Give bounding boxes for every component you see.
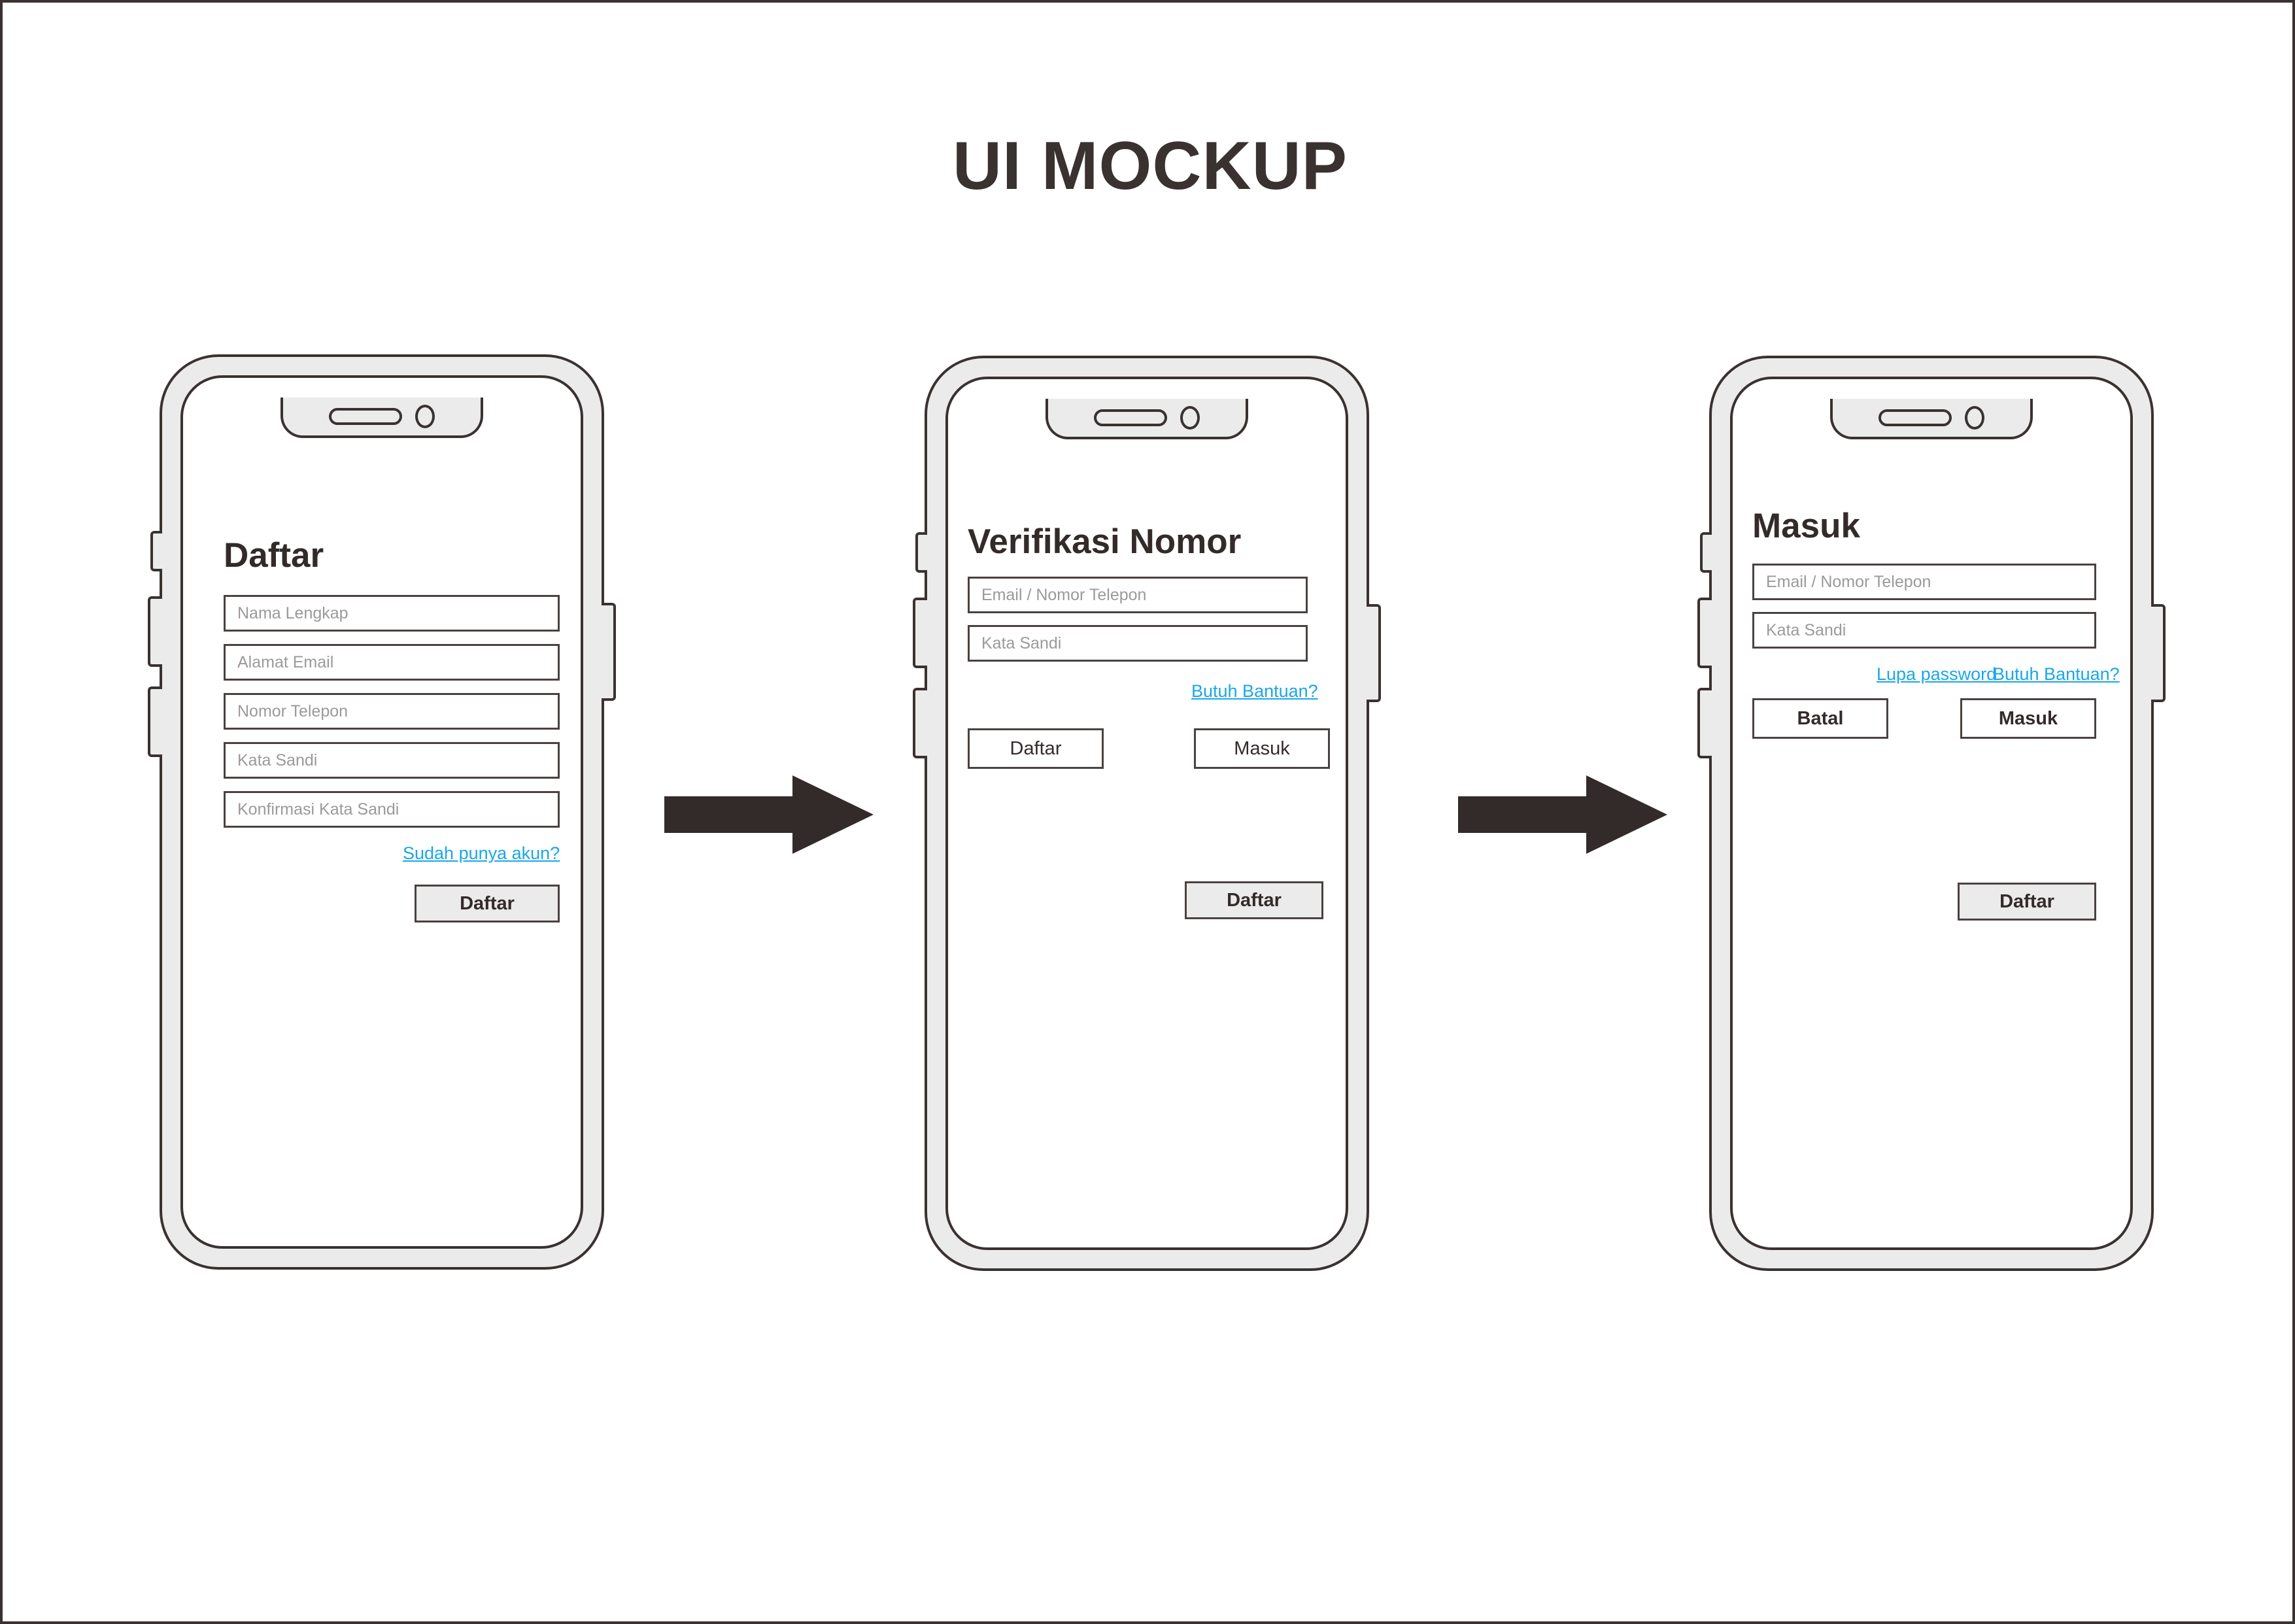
power-button[interactable] bbox=[2151, 604, 2166, 702]
front-camera-icon bbox=[1180, 406, 1200, 430]
speaker-icon bbox=[1878, 409, 1952, 426]
button-daftar-submit[interactable]: Daftar bbox=[415, 885, 560, 922]
screen-content-masuk: Masuk Email / Nomor Telepon Kata Sandi L… bbox=[1733, 379, 2130, 1247]
input-kata-sandi[interactable]: Kata Sandi bbox=[1752, 612, 2096, 649]
speaker-icon bbox=[329, 408, 402, 425]
input-placeholder: Nama Lengkap bbox=[237, 603, 348, 622]
phone-mockup-masuk: Masuk Email / Nomor Telepon Kata Sandi L… bbox=[1697, 356, 2166, 1271]
input-email-nomor-telepon[interactable]: Email / Nomor Telepon bbox=[968, 577, 1308, 613]
input-placeholder: Alamat Email bbox=[237, 652, 334, 671]
flow-arrow-1 bbox=[664, 775, 874, 854]
button-masuk[interactable]: Masuk bbox=[1960, 698, 2096, 739]
notch bbox=[1830, 399, 2033, 439]
screen-content-verifikasi-nomor: Verifikasi Nomor Email / Nomor Telepon K… bbox=[948, 379, 1346, 1247]
notch bbox=[1046, 399, 1248, 439]
phone-mockup-daftar: Daftar Nama Lengkap Alamat Email Nomor T… bbox=[148, 354, 616, 1270]
input-konfirmasi-kata-sandi[interactable]: Konfirmasi Kata Sandi bbox=[224, 791, 560, 828]
button-daftar[interactable]: Daftar bbox=[968, 728, 1104, 769]
power-button[interactable] bbox=[1367, 604, 1381, 702]
front-camera-icon bbox=[1965, 406, 1984, 430]
link-butuh-bantuan[interactable]: Butuh Bantuan? bbox=[1993, 664, 2120, 684]
screen-content-daftar: Daftar Nama Lengkap Alamat Email Nomor T… bbox=[183, 378, 581, 1246]
volume-down-button[interactable] bbox=[1697, 688, 1712, 758]
input-kata-sandi[interactable]: Kata Sandi bbox=[968, 625, 1308, 662]
input-placeholder: Email / Nomor Telepon bbox=[1766, 572, 1931, 591]
volume-down-button[interactable] bbox=[913, 688, 927, 758]
silent-switch-button[interactable] bbox=[150, 531, 162, 571]
phone-screen: Masuk Email / Nomor Telepon Kata Sandi L… bbox=[1730, 377, 2133, 1250]
phone-screen: Daftar Nama Lengkap Alamat Email Nomor T… bbox=[180, 375, 583, 1249]
volume-up-button[interactable] bbox=[913, 598, 927, 668]
input-alamat-email[interactable]: Alamat Email bbox=[224, 644, 560, 681]
silent-switch-button[interactable] bbox=[915, 532, 927, 573]
link-lupa-password[interactable]: Lupa password bbox=[1877, 664, 1997, 684]
button-daftar-submit[interactable]: Daftar bbox=[1958, 883, 2096, 921]
button-daftar-submit[interactable]: Daftar bbox=[1185, 881, 1323, 919]
input-placeholder: Email / Nomor Telepon bbox=[981, 585, 1147, 604]
silent-switch-button[interactable] bbox=[1700, 532, 1712, 573]
input-placeholder: Konfirmasi Kata Sandi bbox=[237, 800, 400, 819]
screen-title-daftar: Daftar bbox=[224, 536, 324, 575]
button-batal[interactable]: Batal bbox=[1752, 698, 1888, 739]
screen-title-masuk: Masuk bbox=[1752, 507, 1860, 545]
phone-mockup-verifikasi-nomor: Verifikasi Nomor Email / Nomor Telepon K… bbox=[913, 356, 1381, 1271]
power-button[interactable] bbox=[602, 603, 616, 701]
speaker-icon bbox=[1094, 409, 1167, 426]
input-kata-sandi[interactable]: Kata Sandi bbox=[224, 742, 560, 779]
input-email-nomor-telepon[interactable]: Email / Nomor Telepon bbox=[1752, 564, 2096, 600]
input-nama-lengkap[interactable]: Nama Lengkap bbox=[224, 595, 560, 632]
screen-title-verifikasi-nomor: Verifikasi Nomor bbox=[968, 522, 1242, 561]
volume-up-button[interactable] bbox=[1697, 598, 1712, 668]
input-nomor-telepon[interactable]: Nomor Telepon bbox=[224, 693, 560, 730]
input-placeholder: Nomor Telepon bbox=[237, 702, 348, 720]
flow-arrow-2 bbox=[1458, 775, 1667, 854]
link-sudah-punya-akun[interactable]: Sudah punya akun? bbox=[403, 843, 560, 863]
input-placeholder: Kata Sandi bbox=[981, 634, 1062, 652]
link-butuh-bantuan[interactable]: Butuh Bantuan? bbox=[1191, 681, 1318, 701]
page-title: UI MOCKUP bbox=[952, 128, 1348, 204]
button-masuk[interactable]: Masuk bbox=[1194, 728, 1330, 769]
input-placeholder: Kata Sandi bbox=[1766, 620, 1846, 639]
input-placeholder: Kata Sandi bbox=[237, 751, 318, 770]
phone-screen: Verifikasi Nomor Email / Nomor Telepon K… bbox=[945, 377, 1348, 1250]
volume-up-button[interactable] bbox=[148, 596, 162, 667]
volume-down-button[interactable] bbox=[148, 686, 162, 757]
notch bbox=[280, 398, 483, 438]
front-camera-icon bbox=[415, 405, 435, 428]
